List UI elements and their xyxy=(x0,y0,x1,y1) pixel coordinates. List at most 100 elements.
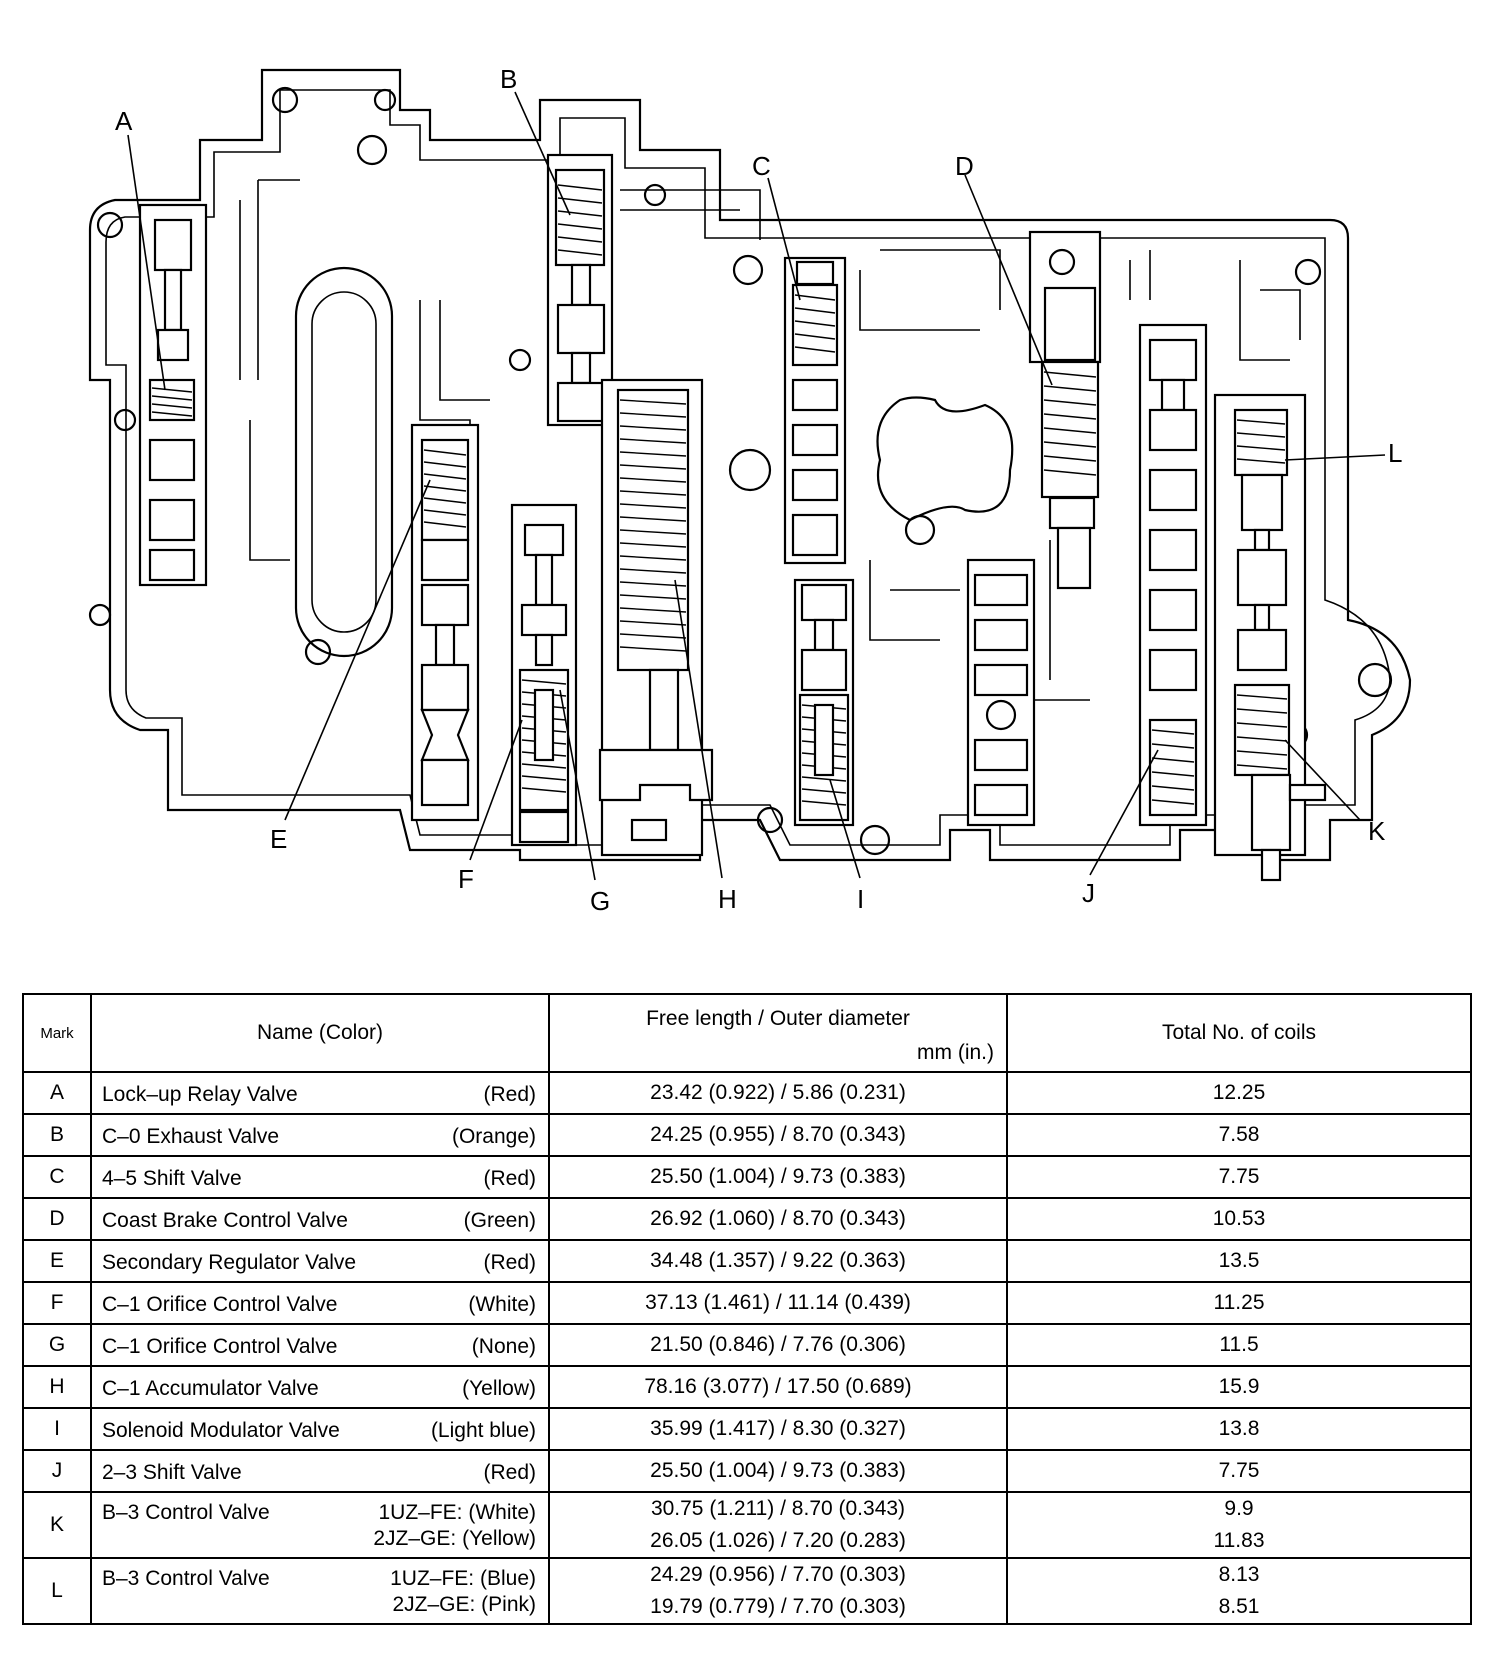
leader-line-d xyxy=(964,174,1053,386)
bolt-hole xyxy=(859,824,891,856)
spring-color: (Red) xyxy=(483,1083,536,1106)
valve-spool xyxy=(153,218,193,272)
callout-b: B xyxy=(500,64,517,94)
bolt-hole xyxy=(756,806,784,834)
bolt-holes xyxy=(88,86,1393,856)
valve-name: 4–5 Shift Valve xyxy=(102,1167,242,1190)
spring-color: (Red) xyxy=(483,1251,536,1274)
valve-name: Solenoid Modulator Valve xyxy=(102,1419,340,1442)
valve-spool xyxy=(813,618,835,652)
leader-lines xyxy=(127,91,1386,881)
valve-spool xyxy=(791,423,839,457)
valve-spool xyxy=(420,538,470,582)
valve-spool xyxy=(534,553,554,607)
valve-fg-assembly xyxy=(510,503,578,847)
leader-line-e xyxy=(284,479,431,821)
length-cell: 25.50 (1.004) / 9.73 (0.383) xyxy=(548,1155,1008,1199)
coils-cell: 10.53 xyxy=(1006,1197,1472,1241)
valve-spool xyxy=(148,438,196,482)
leader-line-f xyxy=(469,719,523,861)
valve-spool xyxy=(1043,286,1097,362)
fluid-channel xyxy=(859,249,1001,331)
fluid-channel xyxy=(239,179,300,380)
valve-spool xyxy=(420,758,470,807)
valve-name: C–1 Accumulator Valve xyxy=(102,1377,319,1400)
bolt-hole xyxy=(1357,662,1393,698)
valve-spool xyxy=(1148,588,1198,632)
leader-line-h xyxy=(674,579,723,879)
spring-color: 2JZ–GE: (Yellow) xyxy=(373,1527,536,1550)
spring-c xyxy=(794,294,836,353)
length-cell: 30.75 (1.211) / 8.70 (0.343)26.05 (1.026… xyxy=(548,1491,1008,1559)
mark-cell: L xyxy=(22,1557,92,1625)
valve-spool xyxy=(556,381,606,423)
mark-cell: B xyxy=(22,1113,92,1157)
name-cell: C–1 Accumulator Valve(Yellow) xyxy=(90,1365,550,1409)
spring-k xyxy=(1236,694,1288,770)
coils-value: 8.51 xyxy=(1218,1595,1260,1618)
valve-spool xyxy=(1048,496,1096,530)
valve-plug-hole xyxy=(1048,248,1076,276)
valve-spool xyxy=(420,583,470,627)
valve-spool xyxy=(1236,548,1288,607)
spring-color: (Light blue) xyxy=(430,1419,536,1442)
spring-color: (Red) xyxy=(483,1461,536,1484)
spring-color: 1UZ–FE: (Blue) xyxy=(390,1567,536,1590)
fluid-channel xyxy=(1030,540,1090,701)
fluid-channel xyxy=(249,420,290,561)
callout-l: L xyxy=(1388,438,1402,468)
leader-line-c xyxy=(767,177,801,301)
oval-cutout-inner xyxy=(311,291,377,633)
bolt-hole xyxy=(113,408,137,432)
valve-spool xyxy=(973,573,1029,607)
valve-spool xyxy=(1148,468,1198,512)
valve-spring-seat xyxy=(1148,718,1198,817)
valve-e-assembly xyxy=(410,423,480,822)
valve-spool xyxy=(800,648,848,692)
valve-spool xyxy=(795,260,835,286)
valve-name: B–3 Control Valve xyxy=(102,1567,270,1590)
coils-cell: 11.25 xyxy=(1006,1281,1472,1325)
bolt-hole xyxy=(1294,258,1322,286)
spring-color: (Green) xyxy=(463,1209,536,1232)
length-cell: 23.42 (0.922) / 5.86 (0.231) xyxy=(548,1071,1008,1115)
valve-name: C–0 Exhaust Valve xyxy=(102,1125,280,1148)
bolt-hole xyxy=(356,134,388,166)
lobe-cavity xyxy=(876,396,1014,522)
bolt-hole xyxy=(643,183,667,207)
spring-color: (None) xyxy=(471,1335,536,1358)
valve-spool xyxy=(1236,628,1288,672)
valve-body-diagram: A B C D E F G H I J K L xyxy=(88,64,1412,916)
fluid-channel xyxy=(620,189,761,240)
valve-spool xyxy=(533,688,555,762)
bolt-hole xyxy=(508,348,532,372)
length-cell: 24.29 (0.956) / 7.70 (0.303)19.79 (0.779… xyxy=(548,1557,1008,1625)
bolt-hole xyxy=(96,211,124,239)
coils-cell: 13.5 xyxy=(1006,1239,1472,1283)
bolt-hole xyxy=(732,254,764,286)
spring-color: (Red) xyxy=(483,1167,536,1190)
callout-a: A xyxy=(115,106,133,136)
valve-body-inner-outline xyxy=(105,89,1391,846)
callout-e: E xyxy=(270,824,287,854)
spring-color: 1UZ–FE: (White) xyxy=(378,1501,536,1524)
valve-spool xyxy=(973,783,1029,817)
leader-line-j xyxy=(1089,749,1159,876)
valve-spool xyxy=(1148,648,1198,692)
valve-spool xyxy=(556,303,606,355)
valve-plug-tab xyxy=(1288,783,1327,802)
spring-color: (White) xyxy=(468,1293,536,1316)
valve-spool xyxy=(163,268,183,332)
accumulator-piston-head xyxy=(598,748,714,802)
valve-spool xyxy=(570,351,592,385)
valve-name: C–1 Orifice Control Valve xyxy=(102,1293,338,1316)
